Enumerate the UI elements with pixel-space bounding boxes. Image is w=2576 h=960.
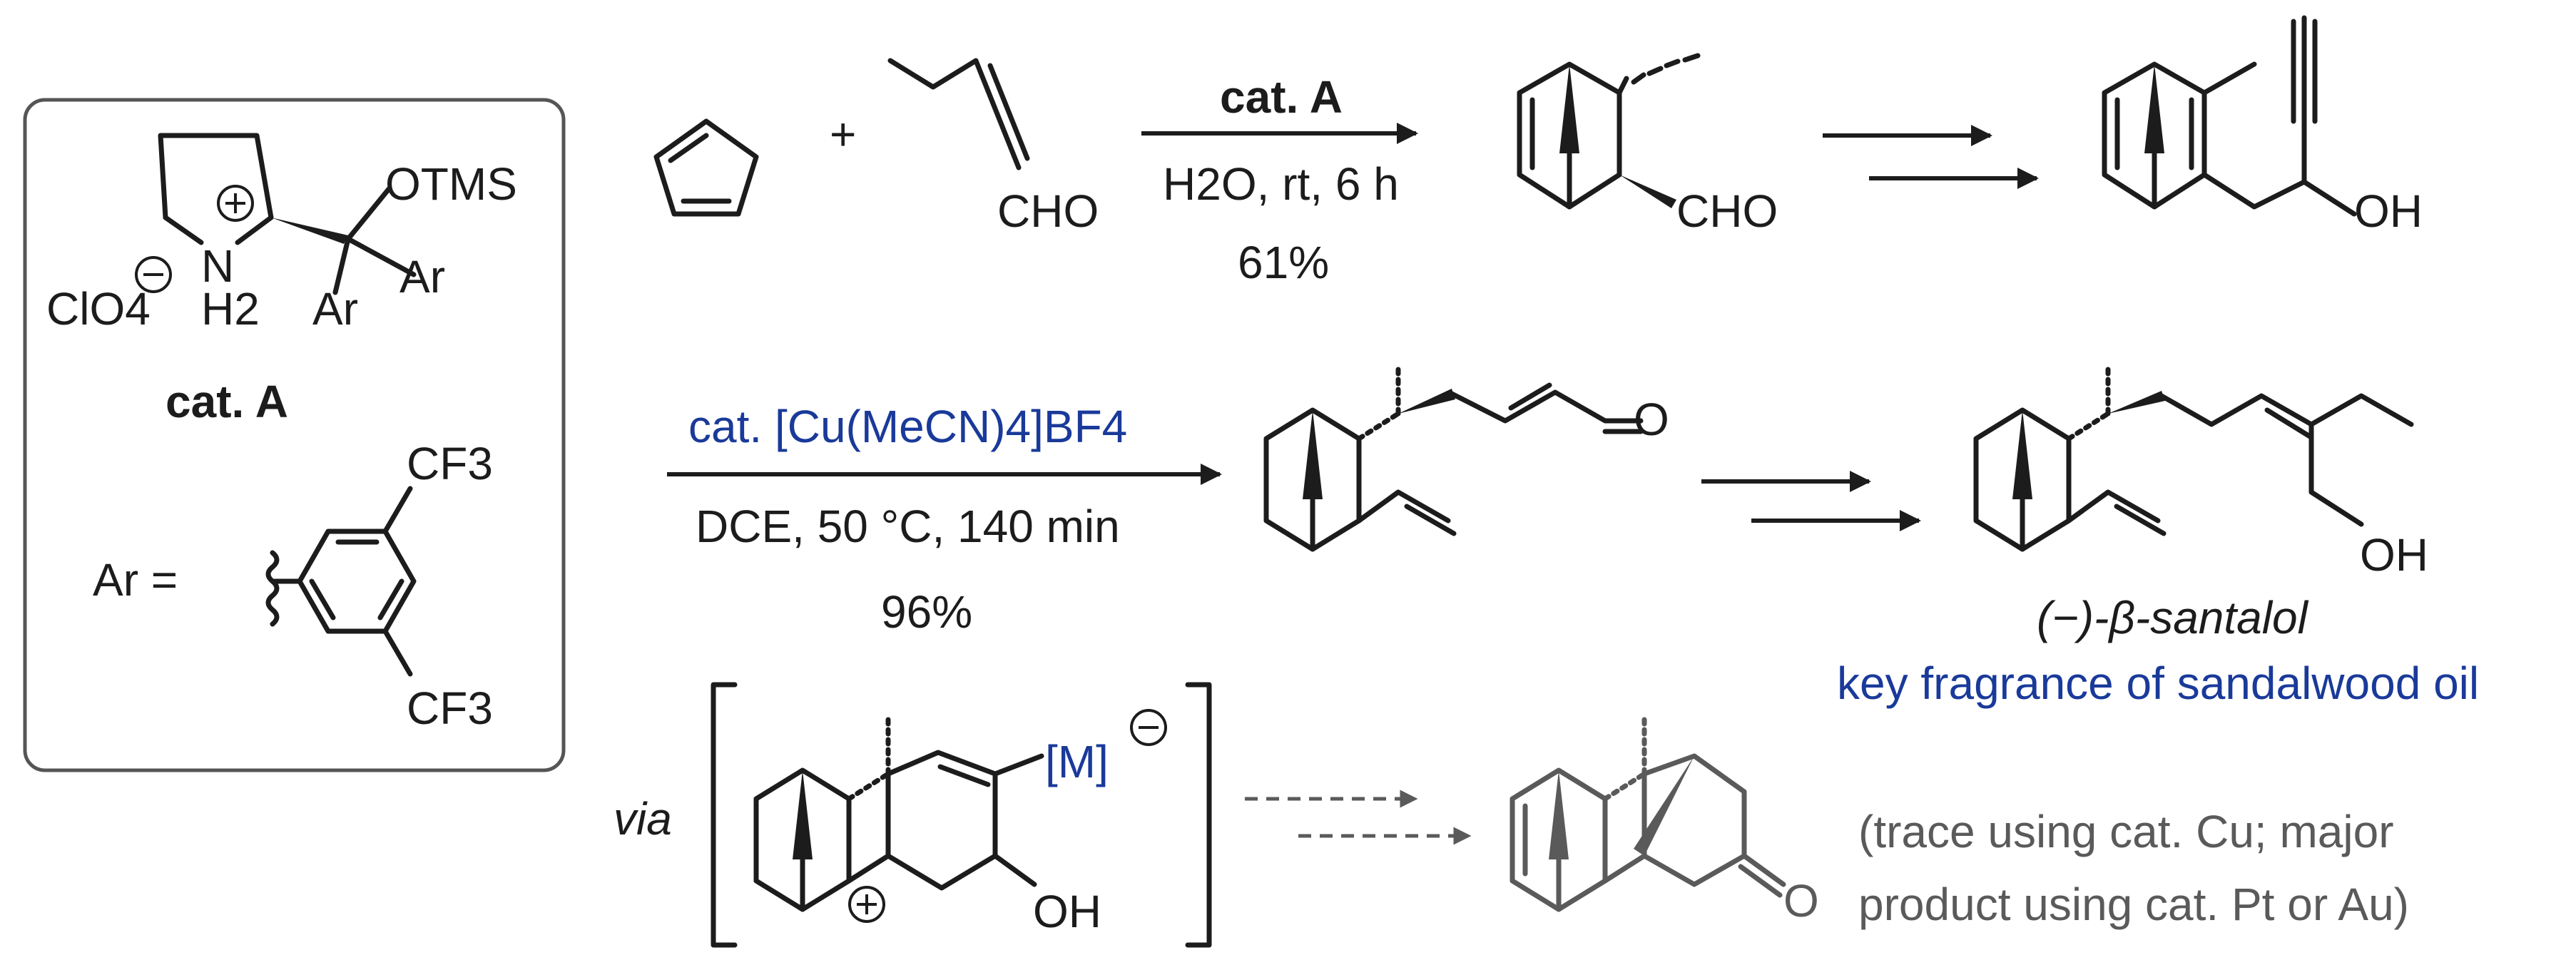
plus-sign: + (830, 108, 856, 160)
aldehyde-wedge (1619, 175, 1676, 208)
via-label: via (614, 793, 672, 844)
intermediate-oh-label: OH (1033, 886, 1101, 937)
tricyclic-ketone-side-product: O (1510, 714, 1819, 926)
ammonium-plus-charge (217, 185, 254, 222)
aryl-ring-inner-bonds (309, 539, 404, 621)
side-note-line-1: (trace using cat. Cu; major (1858, 806, 2394, 857)
cu-yield: 96% (881, 586, 972, 638)
cf3-bottom-label: CF3 (407, 683, 493, 734)
catalyst-otms-bond (345, 186, 392, 242)
ar-label-bottom: Ar (312, 283, 358, 335)
perchlorate-minus-charge (135, 256, 172, 293)
cf3-top-label: CF3 (407, 438, 493, 489)
ammonium-n-label: N (201, 240, 234, 292)
right-bracket (1185, 682, 1212, 948)
ammonium-plus-sign (225, 193, 245, 213)
norbornene-aldehyde: CHO (1517, 53, 1778, 237)
pyrrolidine-ring (158, 133, 274, 220)
cyclopentadiene (653, 118, 759, 217)
enal-wedge (1398, 389, 1455, 414)
aryl-cf3-bonds (382, 486, 413, 677)
cu-conditions: DCE, 50 °C, 140 min (696, 501, 1120, 552)
aryl-ring (297, 528, 417, 634)
santalol-oh-label: OH (2360, 529, 2428, 581)
catalyst-box: N H2 ClO4 OTMS Ar Ar cat. A Ar = CF3 CF3 (23, 98, 566, 772)
pyrrolidine-ring-n-bonds (163, 215, 274, 245)
diels-alder-conditions: H2O, rt, 6 h (1163, 158, 1399, 210)
enal-o-label: O (1634, 394, 1669, 445)
carbocation-intermediate: [M] OH (753, 709, 1167, 937)
bridge-wedge (1559, 64, 1579, 153)
cat-a-reagent-label: cat. A (1220, 71, 1343, 123)
exo-methylene-enal: O (1263, 361, 1669, 552)
ketone-o-label: O (1783, 875, 1819, 926)
catalyst-ar-bonds (332, 236, 417, 295)
otms-label: OTMS (385, 158, 517, 210)
santalol-note: key fragrance of sandalwood oil (1837, 658, 2479, 709)
diels-alder-yield: 61% (1238, 237, 1329, 288)
beta-santalol-structure: OH (1973, 361, 2428, 581)
catalyst-wedge-bond (271, 218, 348, 244)
cat-a-label: cat. A (166, 376, 288, 427)
crotonaldehyde: CHO (887, 58, 1099, 237)
norbornene-cho-label: CHO (1676, 185, 1778, 237)
side-note-line-2: product using cat. Pt or Au) (1858, 879, 2409, 930)
ar-definition-label: Ar = (93, 554, 178, 606)
perchlorate-label: ClO4 (46, 283, 151, 335)
ammonium-h2-label: H2 (201, 283, 260, 335)
santalol-name: (−)-β-santalol (2037, 592, 2309, 643)
norbornadiene-propargyl-alcohol: OH (2102, 15, 2423, 237)
ar-label-right: Ar (399, 251, 445, 302)
metal-label: [M] (1045, 736, 1109, 787)
crotonaldehyde-cho-label: CHO (997, 185, 1099, 237)
ar-wavy-attachment (265, 550, 302, 627)
left-bracket (711, 682, 738, 948)
catalyst-box-border (23, 98, 566, 772)
cu-catalyst-label: cat. [Cu(MeCN)4]BF4 (688, 401, 1127, 452)
propargyl-oh-label: OH (2354, 185, 2423, 237)
